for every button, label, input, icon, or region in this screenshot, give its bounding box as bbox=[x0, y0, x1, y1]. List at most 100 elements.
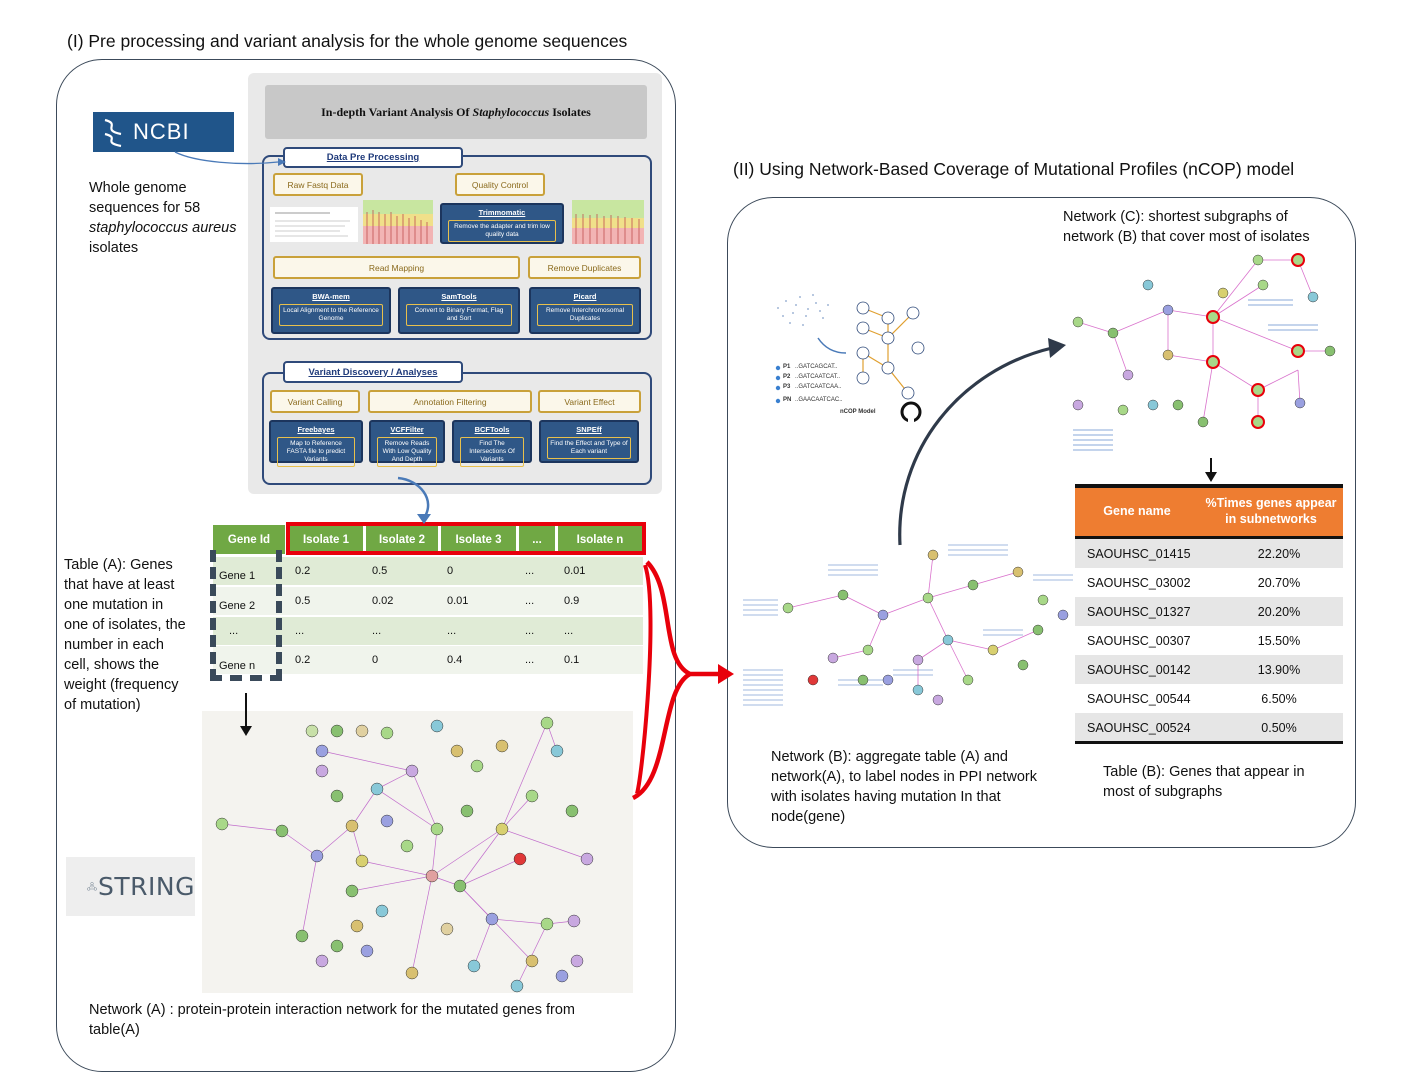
tableA-header-isolate: Isolate 2 bbox=[366, 525, 438, 554]
table-cell: 0.5 bbox=[372, 565, 388, 577]
gene-column-highlight bbox=[210, 550, 282, 681]
ncbi-caption-line: isolates bbox=[89, 240, 139, 256]
caption-line: network (B) that cover most of isolates bbox=[1063, 229, 1310, 245]
string-network-icon bbox=[87, 881, 97, 891]
tool-samtools: SamTools Convert to Binary Format, Flag … bbox=[398, 287, 520, 334]
ppi-network-graphic bbox=[215, 716, 594, 993]
networkB-image bbox=[743, 540, 1085, 720]
stage-variant-effect: Variant Effect bbox=[538, 390, 641, 413]
table-cell: 0.01 bbox=[564, 565, 586, 577]
table-cell: Gene n bbox=[219, 660, 256, 672]
tool-freebayes: Freebayes Map to Reference FASTA file to… bbox=[269, 420, 363, 467]
table-cell: 0.1 bbox=[564, 654, 580, 666]
tool-bwa-mem: BWA-mem Local Alignment to the Reference… bbox=[271, 287, 391, 334]
ncop-model-label: nCOP Model bbox=[840, 409, 876, 415]
table-row: SAOUHSC_01327 20.20% bbox=[1075, 597, 1343, 627]
table-row bbox=[213, 587, 643, 615]
caption-line: network(A), to label nodes in PPI networ… bbox=[771, 769, 1037, 785]
ncbi-caption-line-species: staphylococcus aureus bbox=[89, 220, 237, 236]
tool-name: Freebayes bbox=[297, 425, 335, 434]
caption-line: Table (B): Genes that appear in bbox=[1103, 764, 1305, 780]
table-cell: ... bbox=[525, 654, 535, 666]
fastq-report-thumbnail bbox=[270, 207, 358, 242]
table-cell: ... bbox=[525, 595, 535, 607]
ncop-sequence: ..GAACAATCAC.. bbox=[795, 397, 843, 403]
tool-name: SamTools bbox=[441, 292, 477, 301]
tool-desc: Map to Reference FASTA file to predict V… bbox=[277, 437, 355, 467]
table-row bbox=[213, 646, 643, 674]
networkA-caption: Network (A) : protein-protein interactio… bbox=[89, 1000, 649, 1040]
caption-line: Table (A): Genes bbox=[64, 557, 173, 573]
table-cell: ... bbox=[372, 625, 382, 637]
tableB-header-gene-name: Gene name bbox=[1075, 504, 1199, 518]
tool-snpeff: SNPEff Find the Effect and Type of Each … bbox=[539, 420, 639, 463]
variant-label: Variant Discovery / Analyses bbox=[283, 361, 463, 383]
caption-line: one mutation in bbox=[64, 597, 164, 613]
table-row: SAOUHSC_00524 0.50% bbox=[1075, 713, 1343, 743]
tableA-header-isolate: Isolate 1 bbox=[289, 525, 363, 554]
table-cell: ... bbox=[525, 565, 535, 577]
quality-plot-icon bbox=[363, 200, 433, 244]
caption-line: number in each bbox=[64, 637, 164, 653]
caption-line: with isolates having mutation In that bbox=[771, 789, 1001, 805]
caption-line: table(A) bbox=[89, 1022, 140, 1038]
tool-vcffilter: VCFFilter Remove Reads With Low Quality … bbox=[369, 420, 445, 467]
tool-desc: Find The Intersections Of Variants bbox=[460, 437, 524, 467]
caption-line: Network (A) : protein-protein interactio… bbox=[89, 1002, 575, 1018]
caption-line: that have at least bbox=[64, 577, 175, 593]
table-cell: 0 bbox=[447, 565, 454, 577]
table-cell: SAOUHSC_00544 bbox=[1087, 691, 1191, 706]
table-cell: 22.20% bbox=[1257, 546, 1301, 561]
table-row: SAOUHSC_00142 13.90% bbox=[1075, 655, 1343, 685]
table-cell: ... bbox=[447, 625, 457, 637]
table-row: SAOUHSC_01415 22.20% bbox=[1075, 539, 1343, 569]
tool-desc: Convert to Binary Format, Flag and Sort bbox=[406, 304, 512, 326]
table-cell: 15.50% bbox=[1257, 633, 1301, 648]
caption-line: Network (B): aggregate table (A) and bbox=[771, 749, 1008, 765]
table-cell: ... bbox=[564, 625, 574, 637]
table-row: SAOUHSC_03002 20.70% bbox=[1075, 568, 1343, 597]
ncop-sequence: ..GATCAATCAT.. bbox=[795, 374, 841, 380]
caption-line: of mutation) bbox=[64, 697, 141, 713]
table-cell: SAOUHSC_03002 bbox=[1087, 575, 1191, 590]
table-cell: 6.50% bbox=[1261, 691, 1297, 706]
quality-plot-thumbnail-2 bbox=[572, 200, 644, 244]
table-cell: 0.02 bbox=[372, 595, 394, 607]
ncop-patient-label: PN bbox=[783, 397, 792, 403]
networkA-image bbox=[202, 711, 633, 993]
table-cell: Gene 1 bbox=[219, 570, 256, 582]
networkC-caption: Network (C): shortest subgraphs of netwo… bbox=[1063, 207, 1353, 247]
table-cell: 0.2 bbox=[295, 565, 311, 577]
ncop-patient-label: P2 bbox=[783, 374, 791, 380]
caption-line: Network (C): shortest subgraphs of bbox=[1063, 209, 1288, 225]
tool-desc: Remove Reads With Low Quality And Depth bbox=[377, 437, 437, 467]
tool-name: Picard bbox=[573, 292, 597, 301]
tableA-header-ellipsis: ... bbox=[519, 525, 555, 554]
ncop-network-graphic bbox=[775, 294, 925, 404]
subgraph-network-graphic bbox=[1072, 253, 1336, 451]
ncop-patient-label: P3 bbox=[783, 384, 791, 390]
table-cell: 0.2 bbox=[295, 654, 311, 666]
ncop-model-image: P1 P2 P3 PN ..GATCAGCAT.. ..GATCAATCAT..… bbox=[768, 283, 943, 428]
tableA-header-isolate: Isolate 3 bbox=[441, 525, 516, 554]
tool-name: VCFFilter bbox=[390, 425, 424, 434]
ncbi-caption: Whole genome sequences for 58 staphyloco… bbox=[89, 178, 259, 258]
table-cell: SAOUHSC_01327 bbox=[1087, 604, 1191, 619]
tool-name: BCFTools bbox=[474, 425, 510, 434]
tool-desc: Remove Interchromosomal Duplicates bbox=[537, 304, 633, 326]
table-cell: 0.4 bbox=[447, 654, 463, 666]
quality-plot-thumbnail-1 bbox=[363, 200, 433, 244]
string-logo-text: STRING bbox=[98, 872, 195, 901]
dna-icon bbox=[104, 118, 122, 148]
tool-bcftools: BCFTools Find The Intersections Of Varia… bbox=[452, 420, 532, 467]
table-cell: 20.20% bbox=[1257, 604, 1301, 619]
pipeline-header: In-depth Variant Analysis Of Staphylococ… bbox=[265, 85, 647, 139]
curved-arrow-networkB-to-networkC bbox=[898, 338, 1066, 546]
table-cell: 0.5 bbox=[295, 595, 311, 607]
stage-read-mapping: Read Mapping bbox=[273, 256, 520, 279]
tool-trimmomatic-name: Trimmomatic bbox=[478, 208, 526, 217]
ncbi-logo: NCBI bbox=[93, 112, 234, 152]
table-cell: 0.50% bbox=[1261, 720, 1297, 735]
table-rule bbox=[1075, 484, 1343, 488]
red-bracket-arrow bbox=[631, 560, 734, 801]
